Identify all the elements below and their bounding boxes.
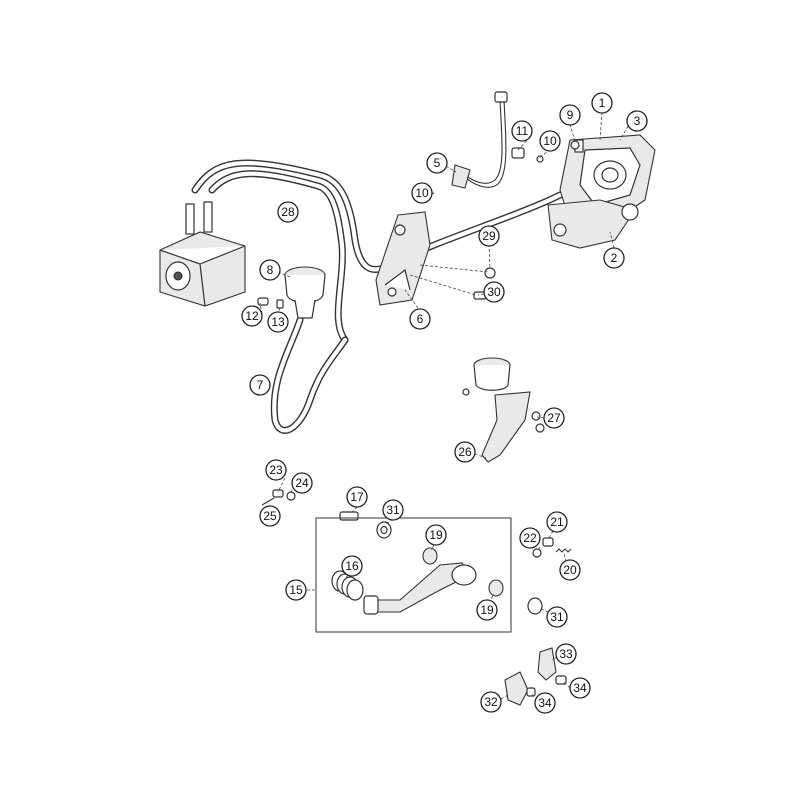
callout-20-label: 20 [563,563,577,577]
callout-24: 24 [291,472,313,494]
mounting-bolts [473,267,496,300]
callout-19b-label: 19 [480,603,494,617]
callout-31-upper: 31 [382,499,404,521]
callout-32-label: 32 [484,695,498,709]
brake-lines [191,99,564,434]
callout-19a-label: 19 [429,528,443,542]
callout-15-label: 15 [289,583,303,597]
pedal-assembly-frame [315,517,512,633]
callout-5-label: 5 [434,156,441,170]
pin-washer-cotter [261,489,296,506]
callout-34b-label: 34 [573,681,587,695]
callout-34-right: 34 [569,677,591,699]
callout-22-label: 22 [523,531,537,545]
callout-5: 5 [426,152,448,174]
callout-29-label: 29 [482,229,496,243]
hose-fittings [257,297,284,309]
callout-17-label: 17 [350,490,364,504]
callout-2-label: 2 [611,251,618,265]
callout-33-label: 33 [559,647,573,661]
callout-20: 20 [559,559,581,581]
callout-9-label: 9 [567,108,574,122]
callout-2: 2 [603,247,625,269]
callout-17: 17 [346,486,368,508]
callout-19-lower: 19 [476,599,498,621]
callout-8-label: 8 [267,263,274,277]
callout-21: 21 [546,511,568,533]
callout-11: 11 [511,120,533,142]
abs-hydraulic-unit [159,201,246,307]
callout-6: 6 [409,308,431,330]
callout-6-label: 6 [417,312,424,326]
callout-15: 15 [285,579,307,601]
callout-10-line: 10 [411,182,433,204]
pedal-bolt-and-washer [339,511,392,539]
callout-12-label: 12 [245,309,259,323]
callout-11-label: 11 [516,124,529,138]
callout-21-label: 21 [550,515,564,529]
callout-28: 28 [277,201,299,223]
callout-23: 23 [265,459,287,481]
callout-32: 32 [480,691,502,713]
callout-12: 12 [241,305,263,327]
callout-3: 3 [626,110,648,132]
callout-27: 27 [543,407,565,429]
callout-9: 9 [559,104,581,126]
callout-30-label: 30 [487,285,501,299]
callout-3-label: 3 [634,114,641,128]
sensor-bracket-parts [504,647,567,706]
callout-27-label: 27 [547,411,561,425]
callout-29: 29 [478,225,500,247]
callout-25-label: 25 [263,509,277,523]
callout-1: 1 [591,92,613,114]
callout-34-left: 34 [534,692,556,714]
callout-13-label: 13 [271,315,285,329]
callout-16-label: 16 [345,559,359,573]
callout-33: 33 [555,643,577,665]
master-cylinder-bracket [375,211,431,306]
spring-and-screws [527,537,572,615]
callout-22: 22 [519,527,541,549]
callout-10-caliper: 10 [539,130,561,152]
alternate-reservoir-bracket [462,357,545,463]
callout-1-label: 1 [599,96,606,110]
brake-caliper-assembly [547,134,656,249]
callout-8: 8 [259,259,281,281]
callout-10a-label: 10 [543,134,557,148]
callout-34a-label: 34 [538,696,552,710]
callout-7-label: 7 [257,378,264,392]
callout-26: 26 [454,441,476,463]
callout-19-upper: 19 [425,524,447,546]
callout-28-label: 28 [281,205,295,219]
callout-24-label: 24 [295,476,309,490]
callout-10b-label: 10 [415,186,429,200]
callout-16: 16 [341,555,363,577]
brake-fluid-reservoir [284,266,326,319]
callout-31b-label: 31 [550,610,564,624]
callout-30: 30 [483,281,505,303]
callout-31-lower: 31 [546,606,568,628]
return-spring [331,570,364,601]
callout-31a-label: 31 [386,503,400,517]
brake-pedal-assembly [331,547,504,615]
callout-26-label: 26 [458,445,472,459]
callout-25: 25 [259,505,281,527]
callout-23-label: 23 [269,463,283,477]
callout-7: 7 [249,374,271,396]
callout-13: 13 [267,311,289,333]
